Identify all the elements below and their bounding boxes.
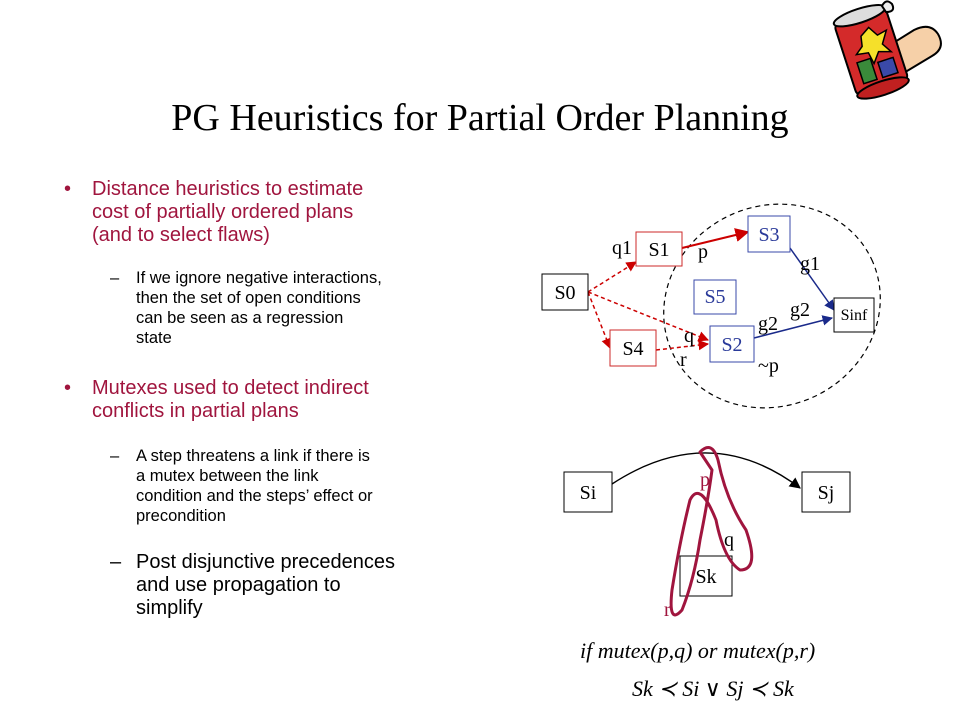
bullet-mutexes: • Mutexes used to detect indirect confli… — [64, 377, 502, 423]
subbullet-marker: – — [110, 269, 120, 287]
step-label-sk: Sk — [695, 566, 716, 588]
formula-condition: if mutex(p,q) or mutex(p,r) — [580, 638, 815, 663]
edge-s1-s3 — [681, 228, 750, 249]
condition-label-g2-bottom: g2 — [758, 313, 778, 335]
bullet-line: Mutexes used to detect indirect — [92, 377, 369, 399]
step-box-s1 — [635, 231, 683, 267]
bullet-line: (and to select flaws) — [92, 224, 270, 246]
step-label-s0: S0 — [554, 282, 575, 304]
subbullet-line: simplify — [136, 597, 203, 619]
step-label-s1: S1 — [648, 239, 669, 261]
slide-title: PG Heuristics for Partial Order Planning — [171, 97, 789, 139]
condition-label-p: p — [698, 241, 708, 263]
step-box-sinf — [833, 297, 875, 333]
condition-label-q: q — [684, 325, 694, 347]
subbullet-line: state — [136, 329, 172, 347]
subbullet-line: a mutex between the link — [136, 467, 319, 485]
subbullet-marker: – — [110, 447, 120, 465]
edge-s0-s1 — [587, 261, 637, 293]
subbullet-line: A step threatens a link if there is — [136, 447, 370, 465]
condition-label-q1: q1 — [612, 237, 632, 259]
step-box-s2 — [709, 325, 755, 363]
bullet-line: conflicts in partial plans — [92, 400, 299, 422]
step-box-s5 — [693, 279, 737, 315]
step-box-s0 — [541, 273, 589, 311]
causal-link-arc — [611, 452, 801, 489]
subbullet-negative-interactions: – If we ignore negative interactions, th… — [110, 268, 506, 348]
bullet-marker: • — [64, 377, 72, 399]
step-label-sinf: Sinf — [841, 307, 868, 324]
step-label-si: Si — [580, 482, 597, 504]
step-box-s3 — [747, 215, 791, 253]
step-label-sj: Sj — [818, 482, 835, 504]
bullet-distance-heuristics: • Distance heuristics to estimate cost o… — [64, 178, 502, 247]
link-label-r: r — [664, 599, 671, 621]
subbullet-line: If we ignore negative interactions, — [136, 269, 382, 287]
condition-label-not-p: ~p — [758, 355, 779, 377]
formula-result: Sk ≺ Si ∨ Sj ≺ Sk — [632, 676, 795, 701]
edge-s3-sinf — [789, 247, 835, 311]
step-label-s3: S3 — [758, 224, 779, 246]
subbullet-line: Post disjunctive precedences — [136, 551, 396, 573]
subbullet-line: then the set of open conditions — [136, 289, 361, 307]
step-box-sj — [801, 471, 851, 513]
subbullet-line: can be seen as a regression — [136, 309, 344, 327]
handdrawn-loop — [669, 446, 754, 617]
bullet-marker: • — [64, 178, 72, 200]
subbullet-marker: – — [110, 551, 122, 573]
edge-s0-s2 — [587, 291, 709, 342]
subbullet-line: and use propagation to — [136, 574, 341, 596]
step-box-s4 — [609, 329, 657, 367]
link-label-q: q — [724, 529, 734, 551]
edge-s0-s4 — [587, 291, 612, 349]
regression-state-ellipse — [663, 203, 881, 409]
step-label-s5: S5 — [704, 286, 725, 308]
edge-s2-sinf — [753, 315, 834, 339]
subbullet-line: precondition — [136, 507, 226, 525]
step-label-s2: S2 — [721, 334, 742, 356]
step-box-si — [563, 471, 613, 513]
subbullet-disjunctive-precedences: – Post disjunctive precedences and use p… — [110, 551, 506, 620]
link-label-p: p — [700, 469, 710, 491]
condition-label-g2-top: g2 — [790, 299, 810, 321]
edge-s4-s2 — [655, 339, 710, 351]
bullet-line: cost of partially ordered plans — [92, 201, 354, 223]
condition-label-r: r — [680, 349, 687, 371]
subbullet-line: condition and the steps’ effect or — [136, 487, 373, 505]
bullet-line: Distance heuristics to estimate — [92, 178, 364, 200]
soda-can-fist-icon — [832, 0, 942, 100]
condition-label-g1: g1 — [800, 253, 820, 275]
step-label-s4: S4 — [622, 338, 643, 360]
subbullet-step-threatens: – A step threatens a link if there is a … — [110, 446, 506, 526]
